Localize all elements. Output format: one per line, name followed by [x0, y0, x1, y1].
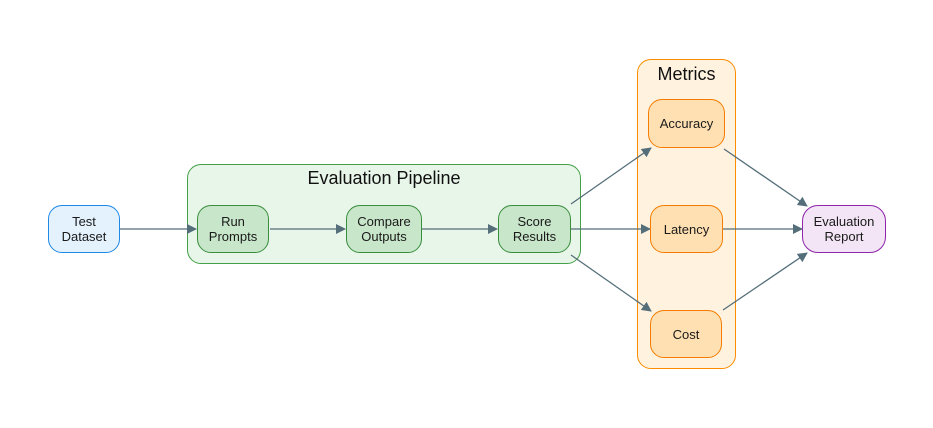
- accuracy-node: Accuracy: [648, 99, 725, 148]
- latency-node: Latency: [650, 205, 723, 253]
- edge-score-to-cost: [570, 254, 652, 312]
- run-prompts-node: Run Prompts: [197, 205, 269, 253]
- edge-score-to-accuracy: [570, 147, 652, 205]
- evaluation-pipeline-title: Evaluation Pipeline: [307, 168, 461, 188]
- metrics-title: Metrics: [657, 64, 716, 84]
- test-dataset-node: Test Dataset: [48, 205, 120, 253]
- edge-cost-to-report: [722, 252, 808, 311]
- edge-accuracy-to-report: [723, 148, 808, 207]
- cost-node: Cost: [650, 310, 722, 358]
- score-results-node: Score Results: [498, 205, 571, 253]
- compare-outputs-node: Compare Outputs: [346, 205, 422, 253]
- evaluation-report-node: Evaluation Report: [802, 205, 886, 253]
